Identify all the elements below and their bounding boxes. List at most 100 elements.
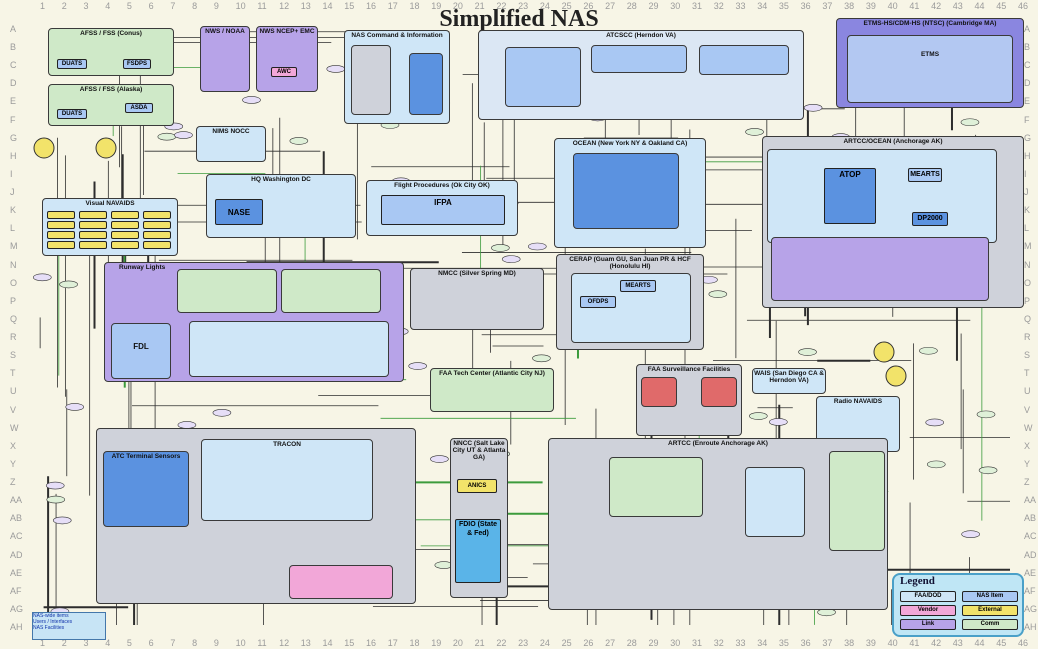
link-node: [409, 363, 427, 370]
nims-nocc-region: NIMS NOCC: [196, 126, 266, 162]
link-node: [926, 419, 944, 426]
ocean-ny-region: OCEAN (New York NY & Oakland CA): [554, 138, 706, 248]
link-node: [979, 467, 997, 474]
navaid-chip: [79, 221, 107, 229]
navaid-chip: [79, 231, 107, 239]
link-node: [919, 347, 937, 354]
nncc-label: NNCC (Salt Lake City UT & Atlanta GA): [451, 439, 507, 462]
link-node: [961, 119, 979, 126]
awc-box: AWC: [271, 67, 297, 77]
legend-item: FAA/DOD: [900, 591, 956, 602]
link-node: [746, 128, 764, 135]
link-node: [213, 409, 231, 416]
fdio-box: FDIO (State & Fed): [455, 519, 501, 583]
runway-green-a: [177, 269, 277, 313]
link-node: [977, 411, 995, 418]
legend-item: Comm: [962, 619, 1018, 630]
atcscc-region: ATCSCC (Herndon VA): [478, 30, 804, 120]
link-node: [53, 517, 71, 524]
legend-item: Link: [900, 619, 956, 630]
tracon-region: TRACON: [201, 439, 373, 521]
flight-procedures-region: Flight Procedures (Ok City OK) IFPA: [366, 180, 518, 236]
link-node: [46, 482, 64, 489]
runway-green-b: [281, 269, 381, 313]
atcscc-label: ATCSCC (Herndon VA): [479, 31, 803, 40]
artcc-ocean-bottom: [771, 237, 989, 301]
navaid-chip: [47, 231, 75, 239]
faa-surveillance-label: FAA Surveillance Facilities: [637, 365, 741, 374]
etms-inner: ETMS: [847, 35, 1013, 103]
cerap-region: CERAP (Guam GU, San Juan PR & HCF (Honol…: [556, 254, 704, 350]
navaid-chip: [143, 211, 171, 219]
nas-ops-blue: [409, 53, 443, 115]
afss-conus-label: AFSS / FSS (Conus): [49, 29, 173, 38]
afss-alaska-label: AFSS / FSS (Alaska): [49, 85, 173, 94]
link-node: [528, 243, 546, 250]
nncc-region: NNCC (Salt Lake City UT & Atlanta GA) AN…: [450, 438, 508, 598]
link-node: [749, 413, 767, 420]
nas-ops-sub: [351, 45, 391, 115]
nmcc-label: NMCC (Silver Spring MD): [411, 269, 543, 278]
navaid-chip: [143, 241, 171, 249]
radio-navaids-label: Radio NAVAIDS: [817, 397, 899, 406]
fdl-label: FDL: [112, 342, 170, 351]
mearts-box: MEARTS: [908, 168, 942, 182]
atop-box: ATOP: [824, 168, 876, 224]
link-node: [242, 96, 260, 103]
ocean-ny-inner: [573, 153, 679, 229]
ocean-box: ASDA: [125, 103, 153, 113]
afss-conus-region: AFSS / FSS (Conus) DUATS FSDPS: [48, 28, 174, 76]
artcc-ocean-region: ARTCC/OCEAN (Anchorage AK) ATOP MEARTS D…: [762, 136, 1024, 308]
artcc-green-right: [829, 451, 885, 551]
radar-site-icon: [886, 366, 906, 386]
link-node: [33, 274, 51, 281]
link-node: [962, 531, 980, 538]
atc-terminal-sensors: ATC Terminal Sensors: [103, 451, 189, 527]
footnote-box: NAS-wide items Users / Interfaces NAS Fa…: [32, 612, 106, 640]
fsdps-box: FSDPS: [123, 59, 151, 69]
hq-label: HQ Washington DC: [207, 175, 355, 184]
link-node: [174, 132, 192, 139]
duats-alaska-box: DUATS: [57, 109, 87, 119]
surv-anchorage: [701, 377, 737, 407]
anics-box: ANICS: [457, 479, 497, 493]
legend-item: NAS Item: [962, 591, 1018, 602]
navaid-chip: [111, 211, 139, 219]
nas-command-label: NAS Command & Information: [345, 31, 449, 40]
tracon-area: ATC Terminal Sensors TRACON: [96, 428, 416, 604]
etms-inner-label: ETMS: [848, 50, 1012, 59]
artcc-ocean-label: ARTCC/OCEAN (Anchorage AK): [763, 137, 1023, 146]
mearts2-box: MEARTS: [620, 280, 656, 292]
legend-title: Legend: [894, 575, 1022, 587]
surv-en-route: [641, 377, 677, 407]
navaid-chip: [143, 231, 171, 239]
wais-label: WAIS (San Diego CA & Herndon VA): [753, 369, 825, 385]
navaid-chip: [47, 221, 75, 229]
fdl-region: FDL: [111, 323, 171, 379]
link-node: [804, 104, 822, 111]
navaid-chip: [47, 241, 75, 249]
link-node: [327, 65, 345, 72]
ncep-label: NWS NCEP+ EMC: [257, 27, 317, 36]
tracon-pink: [289, 565, 393, 599]
link-node: [491, 244, 509, 251]
radar-site-icon: [874, 342, 894, 362]
link-node: [66, 403, 84, 410]
visual-navaids-region: Visual NAVAIDS: [42, 198, 178, 256]
atcscc-block-b: [591, 45, 687, 73]
navaid-chip: [111, 241, 139, 249]
link-node: [60, 281, 78, 288]
etms-label: ETMS-HS/CDM-HS (NTSC) (Cambridge MA): [837, 19, 1023, 28]
link-node: [502, 256, 520, 263]
radar-site-icon: [96, 138, 116, 158]
hq-region: HQ Washington DC NASE: [206, 174, 356, 238]
link-node: [158, 133, 176, 140]
ofdps-box: OFDPS: [580, 296, 616, 308]
artcc-anchorage-region: ARTCC (Enroute Anchorage AK): [548, 438, 888, 610]
artcc-blue: [745, 467, 805, 537]
nmcc-region: NMCC (Silver Spring MD): [410, 268, 544, 330]
faa-tech-label: FAA Tech Center (Atlantic City NJ): [431, 369, 553, 378]
nims-nocc-label: NIMS NOCC: [197, 127, 265, 136]
